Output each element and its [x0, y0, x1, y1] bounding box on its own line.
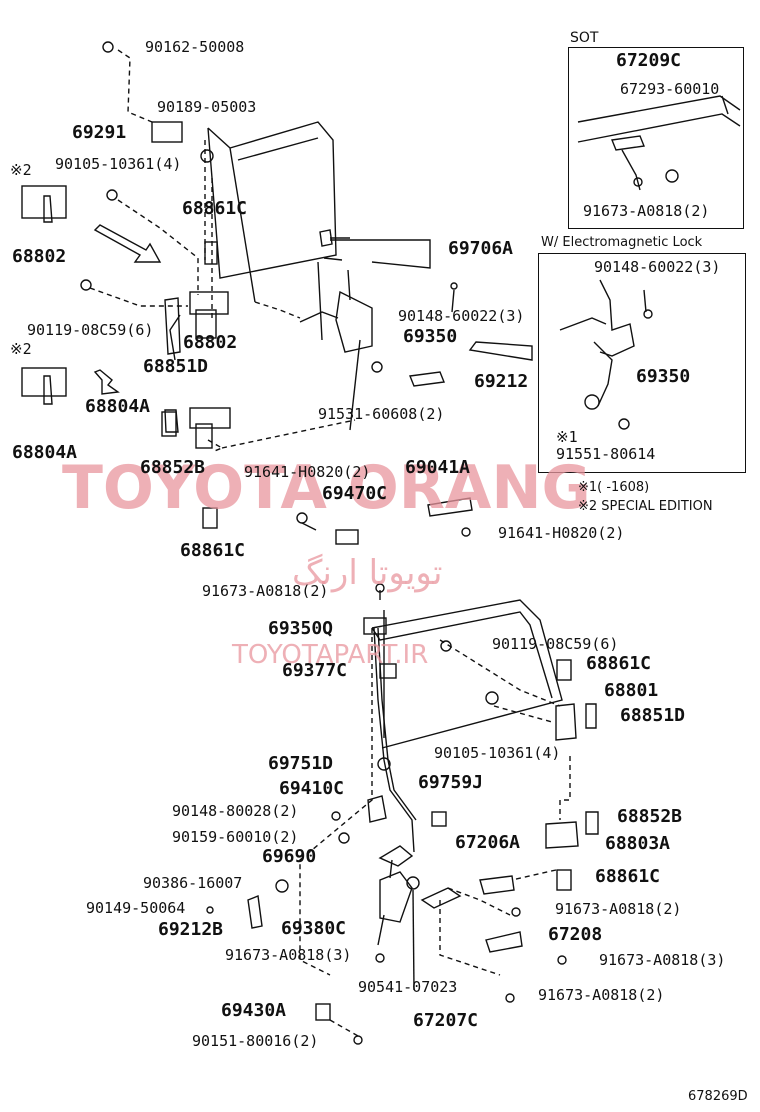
em-part-label-90148-60022: 90148-60022(3)	[594, 258, 721, 276]
part-label-90189-05003: 90189-05003	[157, 98, 257, 116]
footnote-1: ※1( -1608)	[578, 480, 650, 495]
part-label-69350-mid: 69350	[403, 326, 458, 347]
figure-number: 678269D	[688, 1089, 748, 1104]
special-edition-mark-b: ※2	[10, 340, 32, 358]
part-label-90541-07023: 90541-07023	[358, 978, 458, 996]
part-label-91673-a0818-top: 91673-A0818(2)	[202, 582, 329, 600]
part-label-91641-h0820-b: 91641-H0820(2)	[498, 524, 625, 542]
part-label-69377c: 69377C	[282, 660, 348, 681]
watermark-persian: تویوتا ارنگ	[292, 553, 443, 593]
sot-inset-box	[568, 47, 744, 229]
part-label-91673-a0818-mid: 91673-A0818(2)	[555, 900, 682, 918]
part-label-68804a-left: 68804A	[12, 442, 78, 463]
em-part-label-69350: 69350	[636, 366, 691, 387]
part-label-68804a-mid: 68804A	[85, 396, 151, 417]
part-label-91673-a0818-3a: 91673-A0818(3)	[225, 946, 352, 964]
part-label-67208: 67208	[548, 924, 603, 945]
part-label-68861c-top: 68861C	[182, 198, 248, 219]
part-label-69350q: 69350Q	[268, 618, 334, 639]
part-label-68801: 68801	[604, 680, 659, 701]
watermark-site: TOYOTAPART.IR	[232, 640, 429, 670]
part-label-90119-08c59-low: 90119-08C59(6)	[492, 635, 619, 653]
electromagnetic-lock-title: W/ Electromagnetic Lock	[541, 235, 703, 250]
part-label-69759j: 69759J	[418, 772, 484, 793]
part-label-69430a: 69430A	[221, 1000, 287, 1021]
part-label-68852b-low: 68852B	[617, 806, 683, 827]
part-label-90149-50064: 90149-50064	[86, 899, 186, 917]
part-label-90162-50008: 90162-50008	[145, 38, 245, 56]
footnote-2: ※2 SPECIAL EDITION	[578, 499, 713, 514]
part-label-91641-h0820-a: 91641-H0820(2)	[244, 463, 371, 481]
part-label-68861c-r1: 68861C	[586, 653, 652, 674]
part-label-69041a: 69041A	[405, 457, 471, 478]
part-label-69690: 69690	[262, 846, 317, 867]
part-label-90159-60010: 90159-60010(2)	[172, 828, 299, 846]
part-label-91673-a0818-low: 91673-A0818(2)	[538, 986, 665, 1004]
part-label-68861c-mid: 68861C	[180, 540, 246, 561]
part-label-67206a: 67206A	[455, 832, 521, 853]
part-label-68861c-r2: 68861C	[595, 866, 661, 887]
sot-part-label-67293-60010: 67293-60010	[620, 80, 720, 98]
part-label-90119-08c59-top: 90119-08C59(6)	[27, 321, 154, 339]
part-label-91673-a0818-3b: 91673-A0818(3)	[599, 951, 726, 969]
part-label-68802-mid: 68802	[183, 332, 238, 353]
part-label-69470c: 69470C	[322, 483, 388, 504]
part-label-90105-10361-low: 90105-10361(4)	[434, 744, 561, 762]
part-label-69410c: 69410C	[279, 778, 345, 799]
em-note-mark: ※1	[556, 428, 578, 446]
part-label-69212-top: 69212	[474, 371, 529, 392]
part-label-90151-80016: 90151-80016(2)	[192, 1032, 319, 1050]
part-label-90105-10361-top: 90105-10361(4)	[55, 155, 182, 173]
watermark-brand: TOYOTA ORANG	[62, 453, 591, 523]
part-label-90148-80028: 90148-80028(2)	[172, 802, 299, 820]
part-label-68851d-top: 68851D	[143, 356, 209, 377]
special-edition-mark-a: ※2	[10, 161, 32, 179]
part-label-90148-60022-top: 90148-60022(3)	[398, 307, 525, 325]
part-label-69212b: 69212B	[158, 919, 224, 940]
part-label-68802-left: 68802	[12, 246, 67, 267]
part-label-69291: 69291	[72, 122, 127, 143]
em-part-label-91551-80614: 91551-80614	[556, 445, 656, 463]
sot-part-label-91673-a0818: 91673-A0818(2)	[583, 202, 710, 220]
part-label-91531-60608: 91531-60608(2)	[318, 405, 445, 423]
electromagnetic-lock-inset-box	[538, 253, 746, 473]
sot-part-label-67209c: 67209C	[616, 50, 682, 71]
part-label-67207c: 67207C	[413, 1010, 479, 1031]
part-label-68851d-low: 68851D	[620, 705, 686, 726]
part-label-69706a: 69706A	[448, 238, 514, 259]
part-label-68852b-top: 68852B	[140, 457, 206, 478]
part-label-90386-16007: 90386-16007	[143, 874, 243, 892]
part-label-69380c: 69380C	[281, 918, 347, 939]
sot-title: SOT	[570, 30, 599, 46]
part-label-69751d: 69751D	[268, 753, 334, 774]
part-label-68803a: 68803A	[605, 833, 671, 854]
